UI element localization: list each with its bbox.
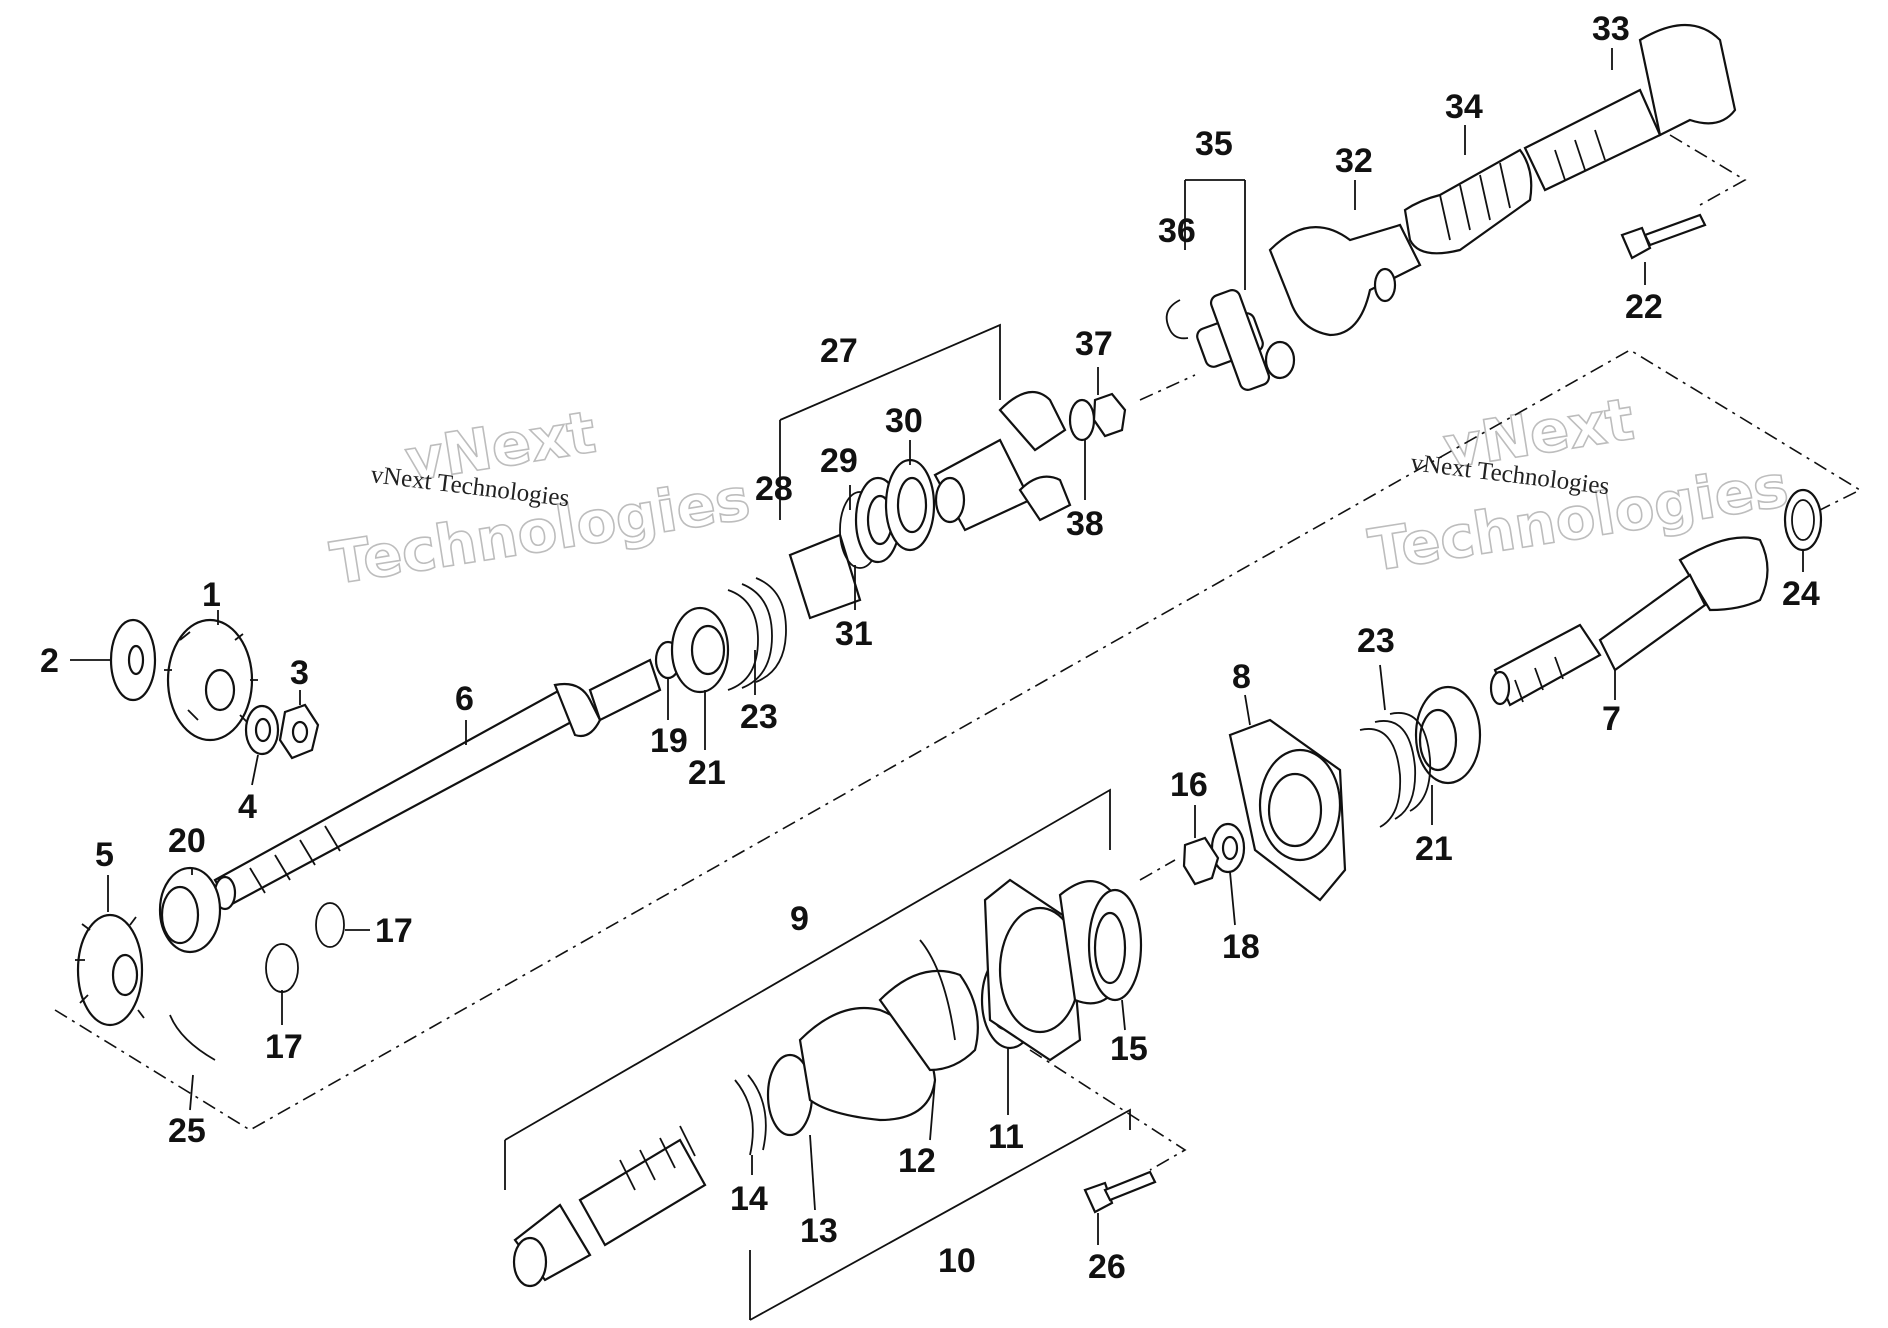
part-nut-16 [1182,836,1220,886]
part-washer-18 [1210,822,1246,874]
callout-8: 8 [1232,658,1251,696]
callout-38: 38 [1066,505,1104,543]
callout-31: 31 [835,615,873,653]
callout-19: 19 [650,722,688,760]
part-washer-2 [109,618,157,702]
leader-15 [1121,999,1126,1031]
callout-9: 9 [790,900,809,938]
callout-28: 28 [755,470,793,508]
callout-29: 29 [820,442,858,480]
callout-6: 6 [455,680,474,718]
leader-8 [1244,694,1251,726]
callout-22: 22 [1625,288,1663,326]
callout-26: 26 [1088,1248,1126,1286]
part-snap-ring-17b [315,902,345,948]
callout-17a: 17 [265,1028,303,1066]
bracket-9 [504,788,1111,1190]
callout-17b: 17 [375,912,413,950]
leader-25 [189,1074,194,1111]
callout-23b: 23 [1357,622,1395,660]
callout-37: 37 [1075,325,1113,363]
callout-4: 4 [238,788,257,826]
callout-30: 30 [885,402,923,440]
part-bevel-gear-1 [164,618,258,742]
part-spring-23-left [727,577,787,691]
part-yoke-27 [933,390,1072,532]
leader-23b [1379,664,1386,711]
callout-1: 1 [202,576,221,614]
callout-10: 10 [938,1242,976,1280]
part-clip-24 [1783,488,1823,552]
part-bearing-20 [158,866,222,954]
callout-25: 25 [168,1112,206,1150]
part-washer-38 [1068,398,1096,442]
assembly-line-joint [1139,374,1196,401]
part-washer-30 [884,458,936,552]
bracket-27 [779,323,1001,520]
bracket-10 [749,1108,1131,1321]
part-shaft-33 [1523,23,1737,192]
callout-32: 32 [1335,142,1373,180]
leader-12 [929,1079,936,1141]
part-circlip-25 [169,1014,216,1061]
part-boot-12 [798,939,979,1122]
callout-21b: 21 [1415,830,1453,868]
part-universal-joint-35 [1196,289,1296,391]
callout-36: 36 [1158,212,1196,250]
part-housing-8 [1228,718,1347,902]
part-spring-23-right [1359,712,1432,828]
callout-18: 18 [1222,928,1260,966]
part-seal-15 [1087,888,1143,1002]
part-sleeve-28 [788,533,862,620]
part-bolt-22 [1620,213,1707,260]
callout-21a: 21 [688,754,726,792]
part-output-shaft-6 [213,658,662,911]
callout-5: 5 [95,836,114,874]
callout-35: 35 [1195,125,1233,163]
callout-24: 24 [1782,575,1820,613]
callout-16: 16 [1170,766,1208,804]
callout-14: 14 [730,1180,768,1218]
callout-2: 2 [40,642,59,680]
callout-33: 33 [1592,10,1630,48]
leader-4 [251,754,259,786]
callout-27: 27 [820,332,858,370]
bracket-35 [1184,179,1246,290]
assembly-line-bolt-26 [1029,1049,1187,1171]
part-boot-34 [1403,148,1533,255]
callout-23a: 23 [740,698,778,736]
part-bevel-gear-5 [75,913,145,1027]
assembly-line-main [54,349,1862,1131]
callout-11: 11 [988,1118,1024,1156]
callout-20: 20 [168,822,206,860]
part-nut-37 [1092,392,1127,438]
part-shaft-9 [512,1125,707,1288]
part-nut-3 [278,703,320,760]
callout-3: 3 [290,654,309,692]
part-yoke-32 [1268,223,1422,337]
callout-15: 15 [1110,1030,1148,1068]
callout-12: 12 [898,1142,936,1180]
part-shaft-7 [1489,536,1769,707]
leader-13 [809,1134,816,1211]
part-spring-14 [734,1074,767,1156]
leader-18 [1229,871,1236,926]
assembly-line-bolt-22 [1669,134,1747,206]
assembly-line-shaft-7 [1139,859,1176,881]
part-washer-4 [244,704,280,756]
part-bolt-26 [1083,1170,1157,1214]
part-clip-36 [1165,299,1189,340]
part-bearing-21-left [670,606,730,694]
callout-7: 7 [1602,700,1621,738]
part-snap-ring-17a [265,943,299,993]
callout-13: 13 [800,1212,838,1250]
callout-34: 34 [1445,88,1483,126]
